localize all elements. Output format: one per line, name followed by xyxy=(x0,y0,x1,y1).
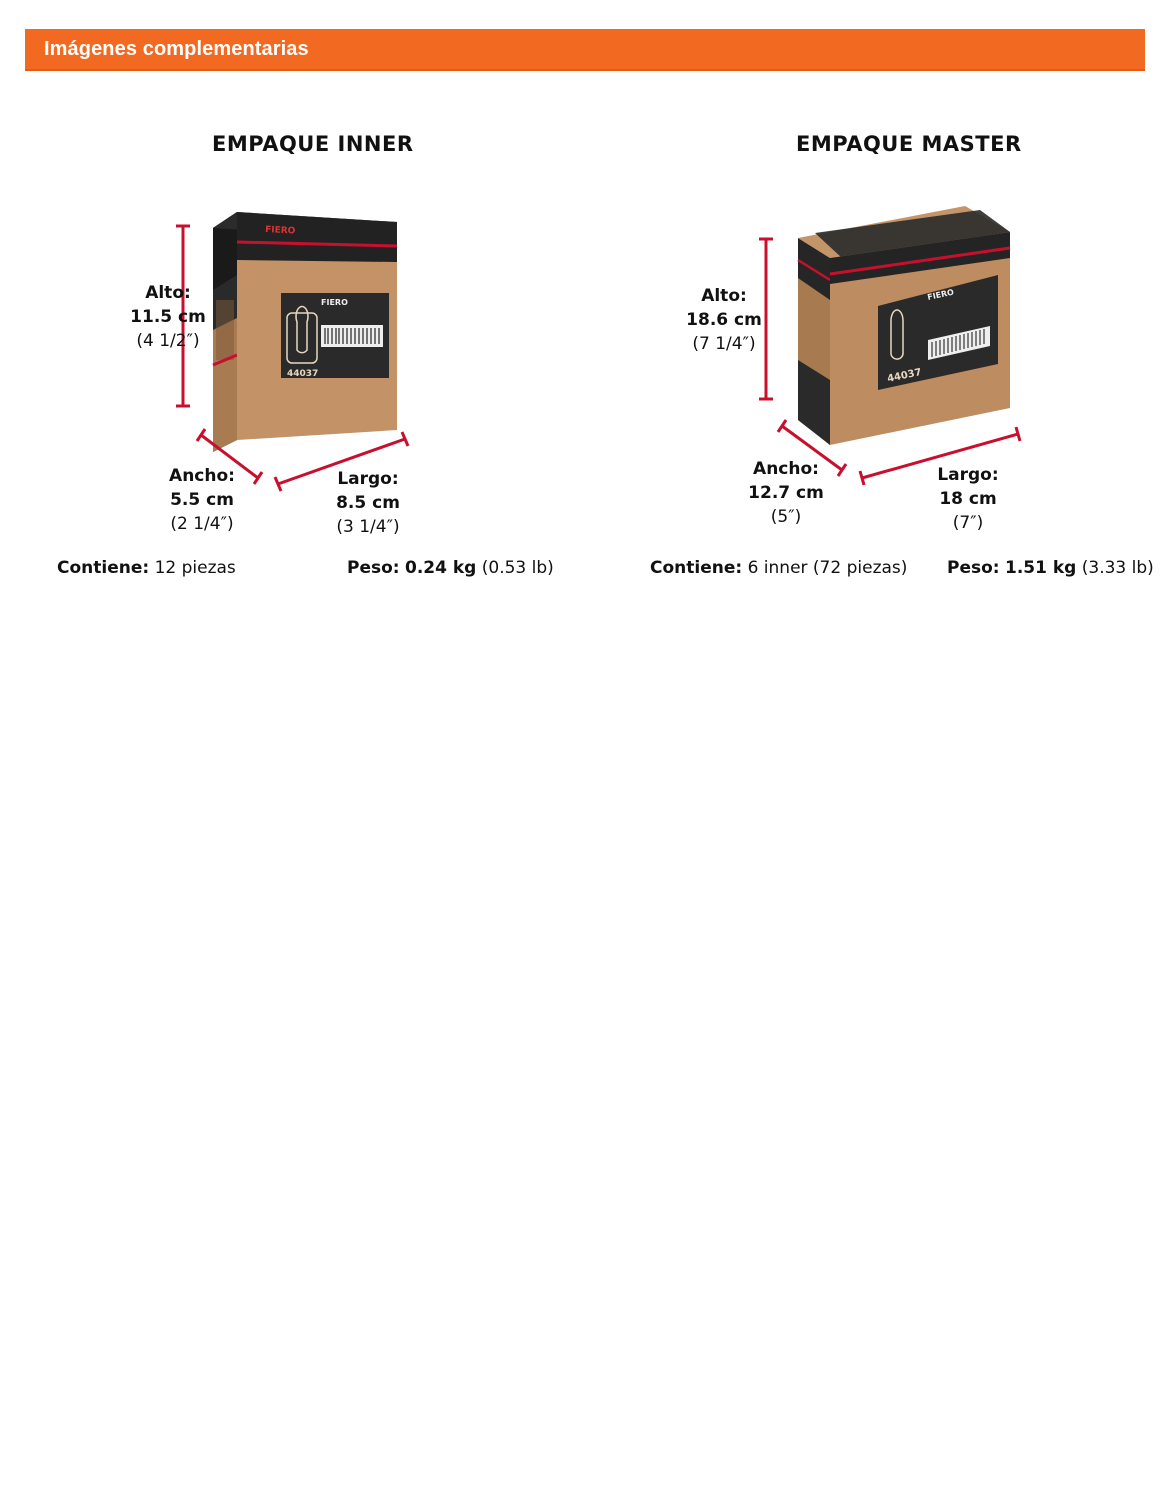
master-box-label xyxy=(878,275,998,390)
master-contents: Contiene: 6 inner (72 piezas) xyxy=(650,558,908,578)
master-package-panel: EMPAQUE MASTER FIERO 44037 xyxy=(610,100,1170,600)
master-weight: Peso: 1.51 kg (3.33 lb) xyxy=(947,558,1154,578)
inner-box-tape xyxy=(237,212,397,262)
master-box-illustration: FIERO 44037 xyxy=(759,206,1022,486)
carabiner-icon xyxy=(890,309,904,360)
inner-box-illustration: FIERO FIERO 44037 xyxy=(176,212,410,492)
master-width-label: Ancho: 12.7 cm (5″) xyxy=(748,459,824,527)
inner-package-title: EMPAQUE INNER xyxy=(212,132,414,156)
inner-dimension-lines xyxy=(176,224,410,492)
carabiner-icon xyxy=(295,305,309,354)
inner-height-label: Alto: 11.5 cm (4 1/2″) xyxy=(130,283,206,351)
barcode-icon xyxy=(321,325,383,347)
inner-box-brand: FIERO xyxy=(321,298,348,307)
master-dimension-lines xyxy=(759,237,1022,486)
section-title: Imágenes complementarias xyxy=(44,38,309,60)
inner-weight: Peso: 0.24 kg (0.53 lb) xyxy=(347,558,554,578)
inner-length-label: Largo: 8.5 cm (3 1/4″) xyxy=(336,469,400,537)
inner-width-label: Ancho: 5.5 cm (2 1/4″) xyxy=(169,466,235,534)
inner-package-panel: EMPAQUE INNER FIERO FIERO 44037 xyxy=(25,100,585,600)
svg-text:FIERO: FIERO xyxy=(265,225,296,237)
section-header: Imágenes complementarias xyxy=(25,29,1145,71)
master-package-title: EMPAQUE MASTER xyxy=(796,132,1022,156)
inner-contents: Contiene: 12 piezas xyxy=(57,558,236,578)
master-length-label: Largo: 18 cm (7″) xyxy=(937,465,999,533)
inner-box-code: 44037 xyxy=(287,369,318,379)
master-height-label: Alto: 18.6 cm (7 1/4″) xyxy=(686,286,762,354)
master-box-tape xyxy=(830,232,1010,284)
